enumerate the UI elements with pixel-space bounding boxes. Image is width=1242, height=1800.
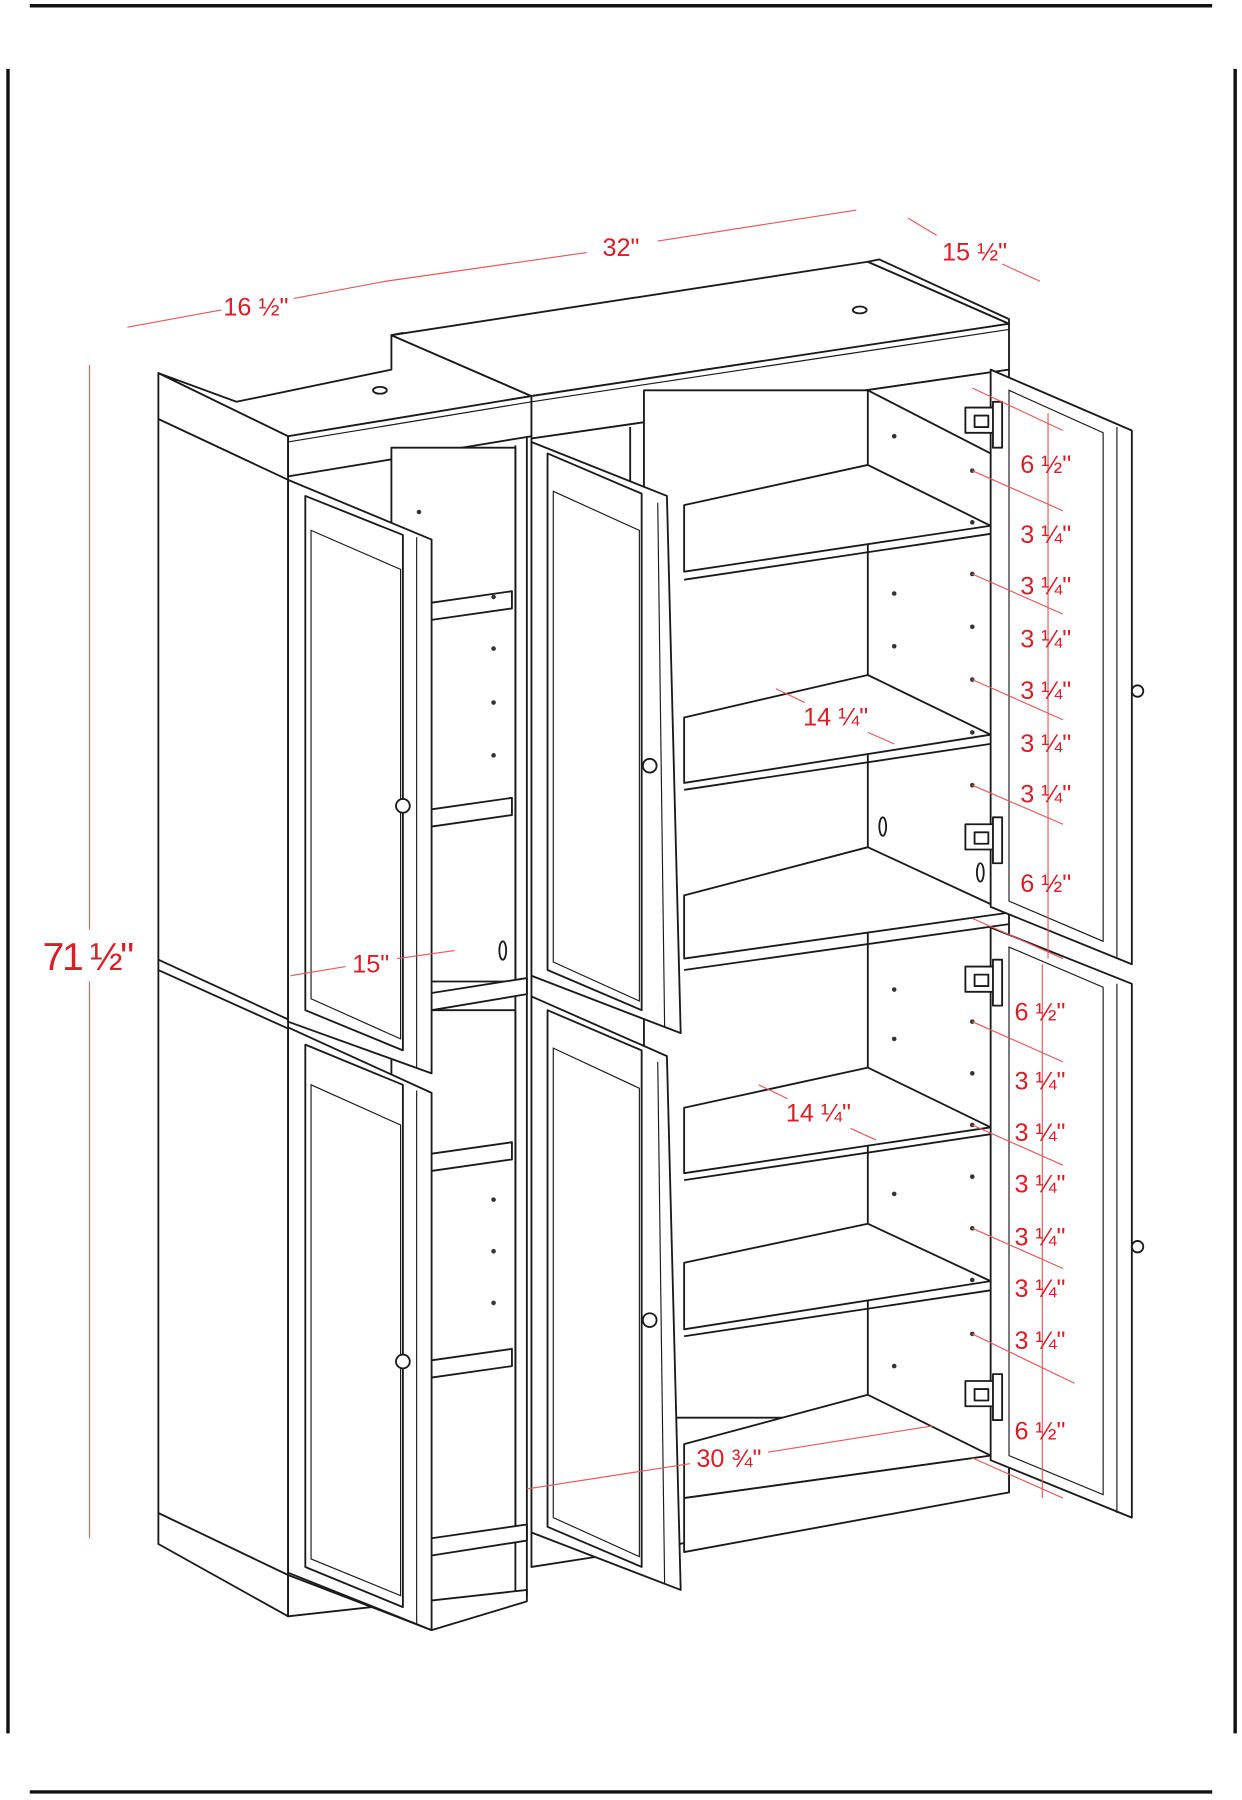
left-width-label: 16 ½" [223, 294, 288, 322]
lower-shelf-depth-label: 14 ¼" [786, 1100, 851, 1128]
spacing-label: 3 ¼" [1020, 573, 1071, 601]
left-shelf [430, 977, 528, 1012]
right-cabinet-right-upper-door[interactable] [989, 368, 1145, 966]
spacing-label: 3 ¼" [1020, 677, 1071, 705]
spacing-label: 3 ¼" [1014, 1067, 1065, 1095]
spacing-label: 3 ¼" [1014, 1171, 1065, 1199]
door-knob-icon [395, 1353, 411, 1370]
left-door-width-label: 15" [352, 950, 389, 978]
spacing-label: 3 ¼" [1014, 1327, 1065, 1355]
left-cabinet [157, 331, 533, 1632]
spacing-label: 3 ¼" [1014, 1275, 1065, 1303]
spacing-label: 6 ½" [1020, 870, 1071, 898]
left-side-panel [157, 372, 290, 1618]
right-cabinet [390, 258, 1145, 1591]
hinge-icon [964, 400, 1004, 449]
height-label: 71 ½" [43, 936, 134, 979]
spacing-label: 3 ¼" [1014, 1224, 1065, 1252]
hinge-icon [964, 816, 1004, 865]
spacing-label: 3 ¼" [1014, 1119, 1065, 1147]
right-cabinet-left-lower-door[interactable] [530, 995, 682, 1591]
left-upper-door[interactable] [287, 478, 433, 1075]
spacing-label: 6 ½" [1014, 1418, 1065, 1446]
dimension-lines [88, 209, 1075, 1539]
hinge-icon [964, 1373, 1004, 1421]
spacing-label: 3 ¼" [1020, 780, 1071, 808]
spacing-label: 3 ¼" [1020, 730, 1071, 758]
spacing-label: 6 ½" [1020, 451, 1071, 479]
spacing-label: 3 ¼" [1020, 521, 1071, 549]
right-width-label: 32" [602, 234, 639, 262]
spacing-label: 3 ¼" [1020, 625, 1071, 653]
right-cabinet-left-upper-door[interactable] [530, 441, 682, 1035]
door-knob-icon [641, 1312, 658, 1328]
spacing-label: 6 ½" [1014, 999, 1065, 1027]
dimension-labels: 16 ½" 32" 15 ½" 71 ½" 15" 14 ¼" 14 ¼" 30… [43, 234, 1072, 1473]
interior-width-label: 30 ¾" [696, 1445, 761, 1473]
door-knob-icon [395, 798, 411, 814]
page-frame [6, 4, 1237, 1794]
upper-shelf-depth-label: 14 ¼" [803, 704, 868, 732]
right-cabinet-right-lower-door[interactable] [989, 926, 1145, 1519]
hinge-icon [964, 958, 1004, 1007]
door-knob-icon [1130, 684, 1145, 698]
door-knob-icon [641, 757, 658, 774]
door-knob-icon [1130, 1240, 1145, 1254]
depth-label: 15 ½" [942, 239, 1007, 267]
left-lower-door[interactable] [287, 1026, 433, 1632]
